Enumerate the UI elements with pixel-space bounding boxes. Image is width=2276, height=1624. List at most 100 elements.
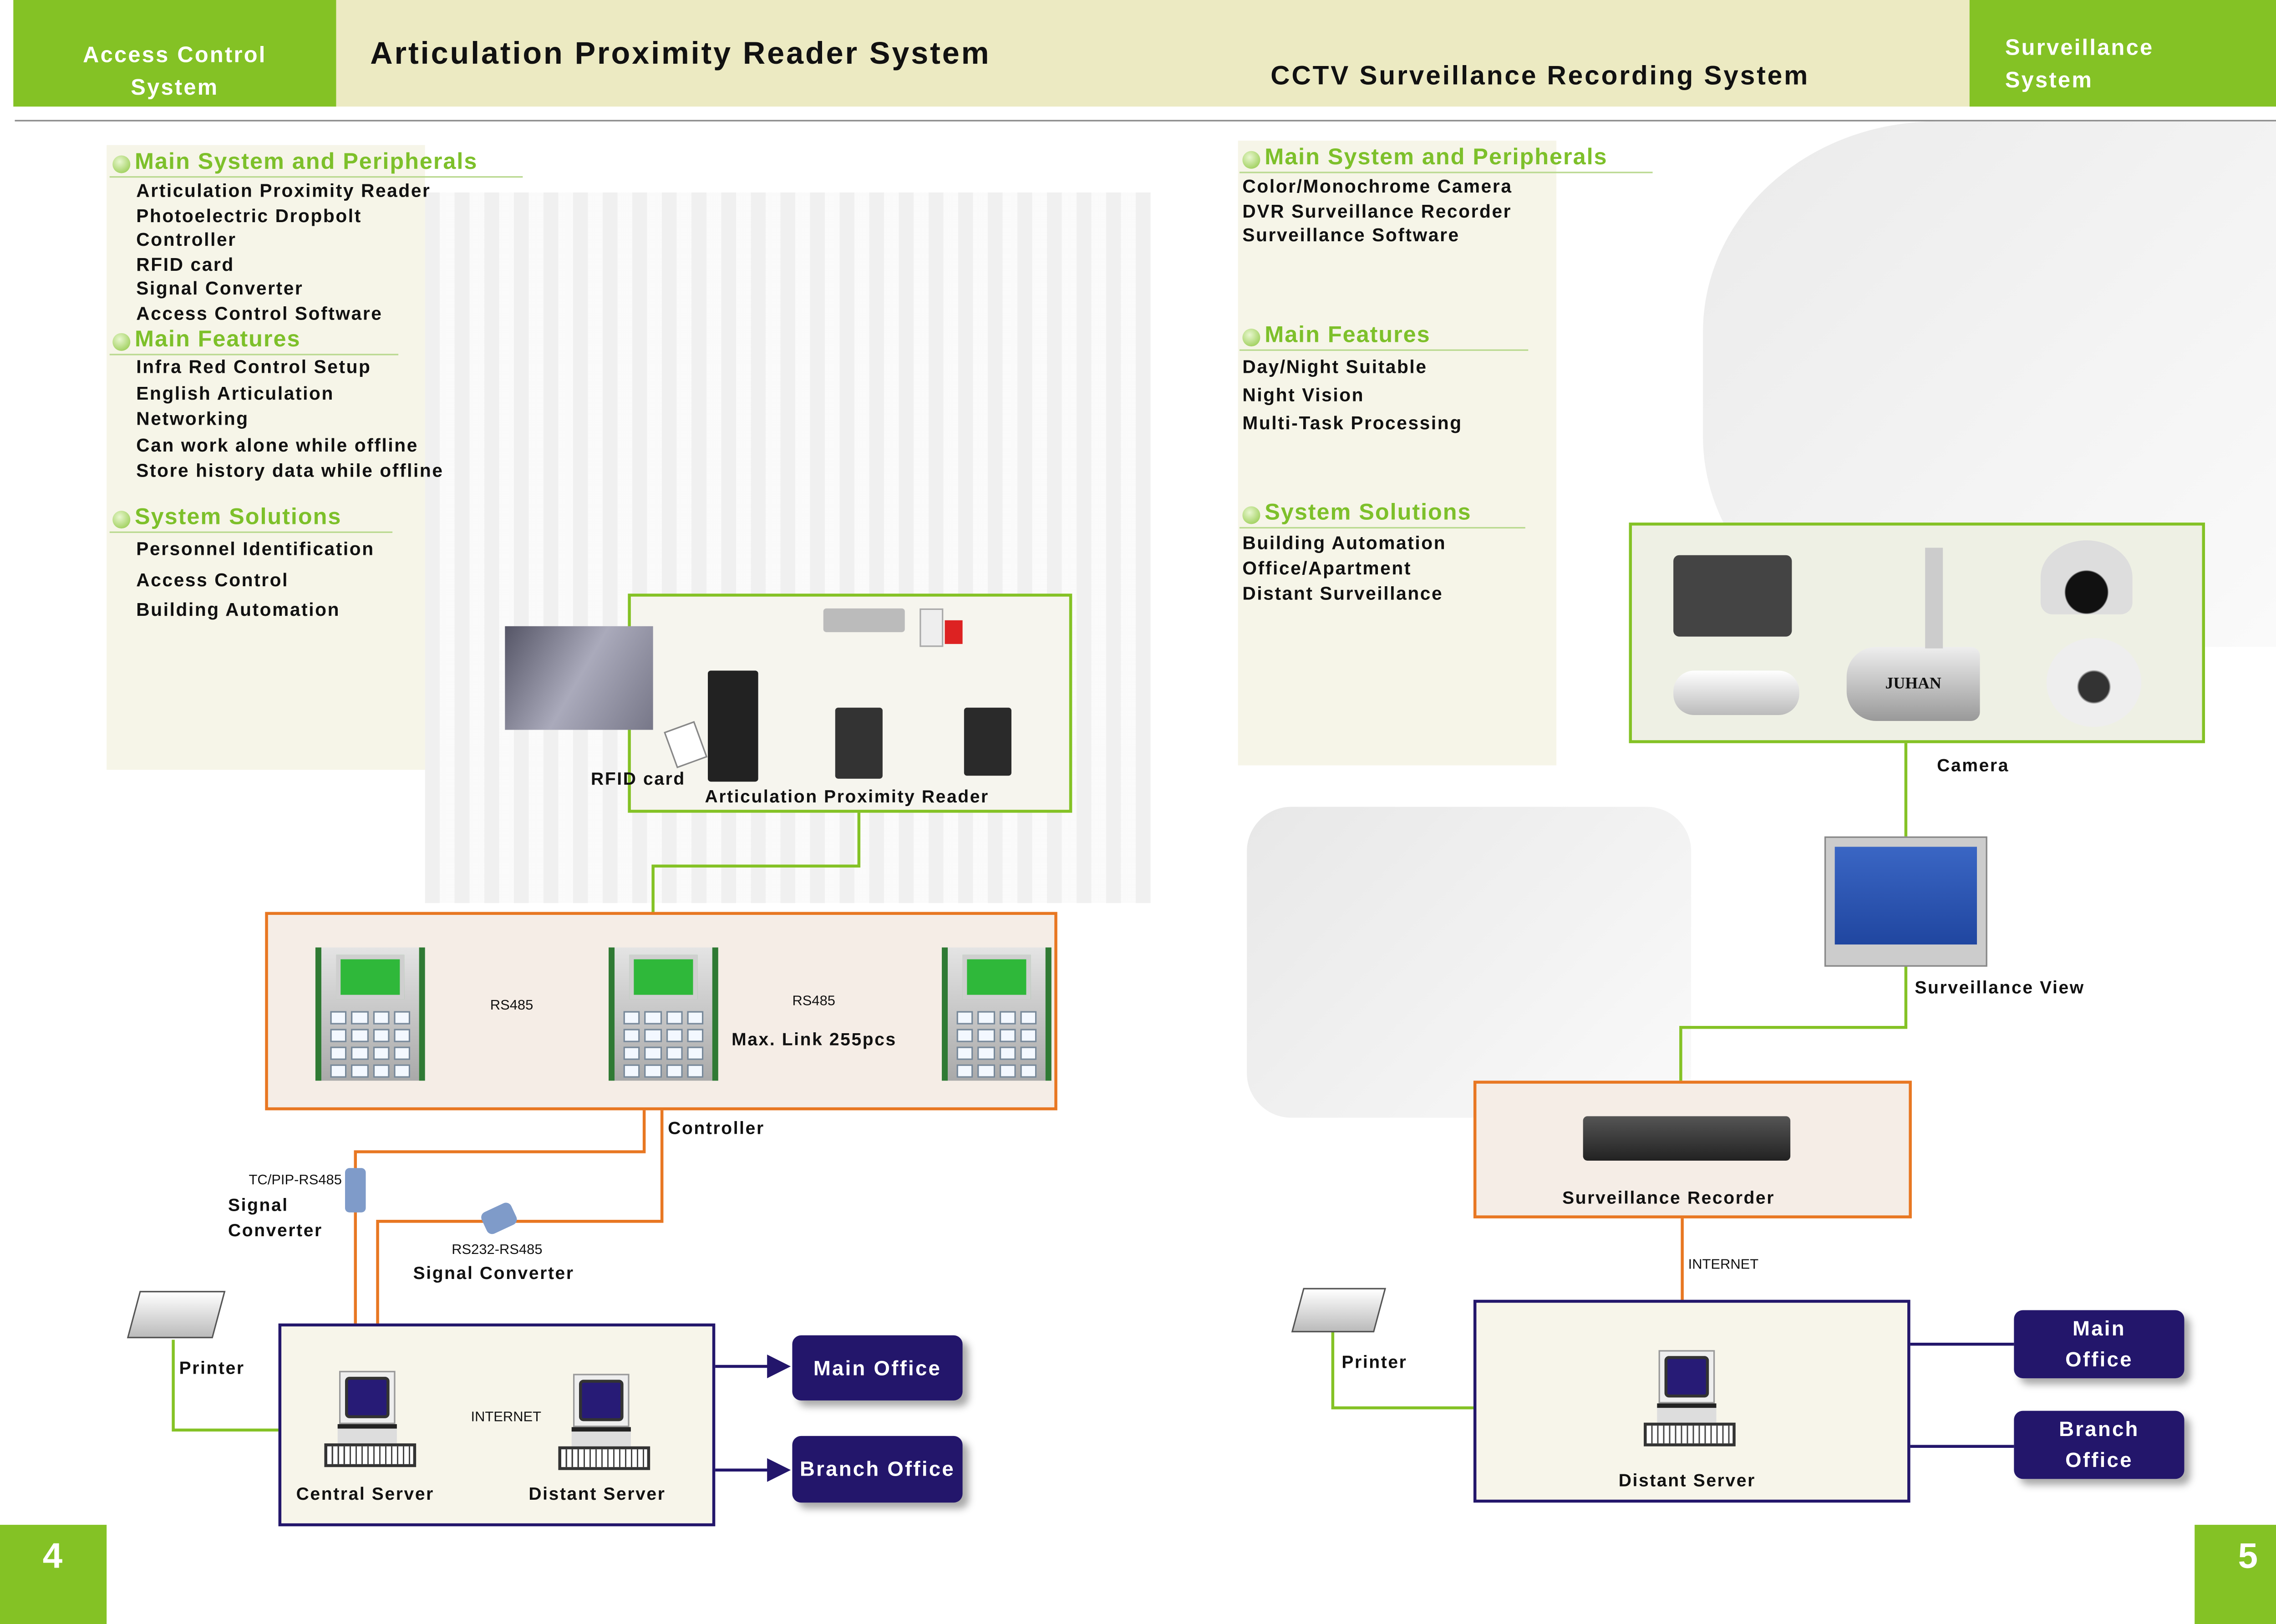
- printer-label: Printer: [179, 1357, 245, 1379]
- heading-text: System Solutions: [135, 505, 342, 530]
- page-number-right: 5: [2195, 1525, 2276, 1624]
- controller-label: Controller: [668, 1117, 765, 1139]
- list-item: Can work alone while offline: [136, 434, 418, 456]
- controller-device: [942, 947, 1052, 1081]
- section-label: Surveillance: [2005, 36, 2154, 61]
- recorder-box: Surveillance Recorder: [1473, 1081, 1912, 1218]
- distant-server-label: Distant Server: [528, 1483, 666, 1504]
- list-item: Photoelectric Dropbolt: [136, 205, 362, 226]
- label-line: Signal: [228, 1194, 289, 1216]
- controller-box: RS485 RS485 Max. Link 255pcs: [265, 912, 1057, 1111]
- heading-main-system: Main System and Peripherals: [1239, 145, 1653, 173]
- list-features: Day/Night Suitable Night Vision Multi-Ta…: [1242, 354, 1462, 438]
- list-item: Color/Monochrome Camera: [1242, 176, 1513, 197]
- housing-camera-icon: [1673, 670, 1799, 715]
- controller-device: [609, 947, 718, 1081]
- printer-label: Printer: [1341, 1351, 1407, 1373]
- bullet-camera-icon: JUHAN: [1846, 647, 1980, 721]
- heading-system-solutions: System Solutions: [109, 505, 393, 533]
- list-solutions: Building Automation Office/Apartment Dis…: [1242, 532, 1446, 607]
- left-info-panel: [107, 145, 425, 770]
- bullet-icon: [112, 155, 131, 173]
- page-number-left: 4: [0, 1525, 107, 1624]
- list-item: English Articulation: [136, 382, 334, 404]
- camera-label: Camera: [1937, 755, 2010, 776]
- surveillance-monitor-icon: [1824, 836, 1987, 967]
- alarm-icon: [945, 620, 963, 644]
- heading-main-features: Main Features: [109, 327, 399, 355]
- family-photo: [1247, 807, 1692, 1118]
- surveillance-view-label: Surveillance View: [1915, 977, 2085, 998]
- list-item: Signal Converter: [136, 278, 304, 299]
- list-item: RFID card: [136, 254, 234, 275]
- page-title-right: CCTV Surveillance Recording System: [1270, 61, 1810, 91]
- printer-icon: [1291, 1288, 1387, 1333]
- central-server-label: Central Server: [296, 1483, 435, 1504]
- section-label: System: [2005, 68, 2093, 93]
- list-item: Store history data while offline: [136, 460, 444, 482]
- rs485-label: RS485: [792, 993, 836, 1010]
- printer-icon: [127, 1291, 226, 1339]
- main-office-node: Main Office: [792, 1335, 963, 1401]
- bullet-icon: [1242, 329, 1260, 347]
- heading-system-solutions: System Solutions: [1239, 500, 1525, 529]
- label-line: Main: [2073, 1316, 2126, 1340]
- list-main-system: Articulation Proximity Reader Photoelect…: [136, 179, 431, 326]
- page-title-left: Articulation Proximity Reader System: [370, 37, 991, 71]
- reader-box: Articulation Proximity Reader: [628, 594, 1072, 813]
- list-item: Building Automation: [1242, 533, 1447, 554]
- distant-server-computer-icon: [1644, 1350, 1736, 1446]
- rs485-label: RS485: [490, 998, 533, 1014]
- header-divider: [15, 120, 2276, 122]
- heading-text: Main Features: [135, 327, 301, 353]
- list-item: Office/Apartment: [1242, 558, 1412, 579]
- camera-box: JUHAN: [1629, 523, 2205, 743]
- internet-label: INTERNET: [471, 1409, 542, 1426]
- section-label: Access Control: [83, 43, 267, 68]
- right-info-panel: [1238, 140, 1557, 766]
- dome-camera-icon: [2046, 638, 2142, 727]
- list-item: Access Control: [136, 569, 289, 590]
- camera-brand: JUHAN: [1885, 675, 1941, 693]
- list-features: Infra Red Control Setup English Articula…: [136, 355, 443, 485]
- bullet-icon: [112, 511, 131, 529]
- list-item: Distant Surveillance: [1242, 583, 1443, 604]
- list-item: Surveillance Software: [1242, 225, 1460, 246]
- monitor-screen: [1834, 847, 1977, 945]
- list-item: Multi-Task Processing: [1242, 413, 1463, 434]
- card-reader-icon: [964, 707, 1011, 776]
- bullet-icon: [1242, 506, 1260, 524]
- building-thumbnail: [505, 626, 653, 730]
- heading-text: Main System and Peripherals: [1265, 145, 1608, 171]
- dropbolt-icon: [823, 608, 905, 632]
- label-line: Office: [2065, 1447, 2133, 1472]
- dome-camera-icon: [2040, 540, 2133, 614]
- heading-text: Main System and Peripherals: [135, 149, 478, 175]
- list-item: Personnel Identification: [136, 538, 375, 560]
- server-box: Distant Server: [1473, 1299, 1910, 1503]
- list-solutions: Personnel Identification Access Control …: [136, 534, 374, 625]
- camera-mount-icon: [1925, 548, 1943, 649]
- section-label: System: [131, 75, 219, 101]
- central-server-computer-icon: [324, 1370, 417, 1467]
- server-box: INTERNET Central Server Distant Server: [278, 1323, 716, 1527]
- box-camera-icon: [1673, 555, 1792, 637]
- section-tab-access-control: Access Control System: [13, 0, 336, 107]
- sensor-icon: [920, 608, 944, 647]
- bullet-icon: [1242, 151, 1260, 169]
- list-item: Controller: [136, 229, 237, 250]
- dvr-recorder-icon: [1583, 1116, 1791, 1161]
- recorder-label: Surveillance Recorder: [1562, 1187, 1775, 1208]
- heading-text: System Solutions: [1265, 500, 1472, 526]
- tcpip-converter-model: TC/PIP-RS485: [249, 1172, 342, 1189]
- heading-text: Main Features: [1265, 323, 1431, 348]
- label-line: Converter: [228, 1220, 323, 1241]
- heading-main-features: Main Features: [1239, 323, 1529, 351]
- bullet-icon: [112, 333, 131, 351]
- tcpip-converter-icon: [345, 1168, 366, 1213]
- distant-server-label: Distant Server: [1618, 1470, 1756, 1491]
